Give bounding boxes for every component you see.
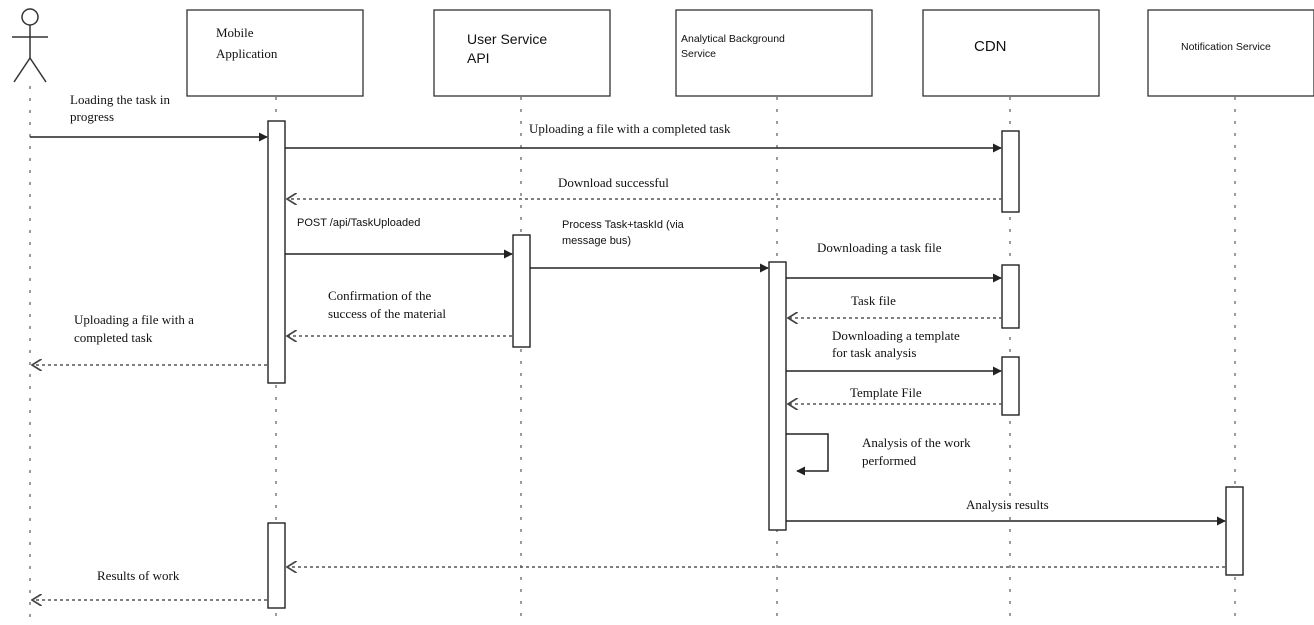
message-upload-file: Uploading a file with a completed task [285, 121, 1002, 153]
participant-mobile-application: Mobile Application [186, 9, 364, 97]
message-template-file-label: Template File [850, 385, 922, 400]
participant-user-service-api-label-line1: User Service [467, 31, 547, 47]
message-post-task-uploaded: POST /api/TaskUploaded [285, 217, 513, 259]
message-upload-result-line1: Uploading a file with a [74, 312, 194, 327]
message-post-task-uploaded-label: POST /api/TaskUploaded [297, 217, 420, 229]
message-download-successful: Download successful [287, 175, 1002, 199]
message-results-of-work: Results of work [32, 568, 267, 600]
message-downloading-template-line1: Downloading a template [832, 328, 960, 343]
participant-mobile-application-label-line1: Mobile [216, 25, 254, 40]
message-task-file-label: Task file [851, 293, 896, 308]
message-analysis-results: Analysis results [786, 497, 1226, 526]
message-results-of-work-label: Results of work [97, 568, 180, 583]
message-analysis-results-label: Analysis results [966, 497, 1049, 512]
message-self-analysis-line2: performed [862, 453, 917, 468]
message-process-task-line2: message bus) [562, 235, 631, 247]
message-process-task: Process Task+taskId (via message bus) [530, 219, 769, 273]
activation-mobile-2 [267, 522, 286, 609]
activation-analytical [768, 261, 787, 531]
message-upload-result-line2: completed task [74, 330, 153, 345]
message-self-analysis-line1: Analysis of the work [862, 435, 971, 450]
message-loading-task: Loading the task in progress [30, 92, 268, 142]
message-process-task-line1: Process Task+taskId (via [562, 219, 685, 231]
activation-notification [1225, 486, 1244, 576]
message-confirmation-line1: Confirmation of the [328, 288, 431, 303]
message-downloading-task-file-label: Downloading a task file [817, 240, 942, 255]
message-upload-result-to-user: Uploading a file with a completed task [32, 312, 267, 365]
participant-analytical-background-service: Analytical Background Service [675, 9, 873, 97]
participant-notification-service: Notification Service [1147, 9, 1314, 97]
participant-mobile-application-label-line2: Application [216, 46, 278, 61]
message-confirmation: Confirmation of the success of the mater… [287, 288, 512, 336]
activation-cdn-1 [1001, 130, 1020, 213]
activation-user-service [512, 234, 531, 348]
message-downloading-template: Downloading a template for task analysis [786, 328, 1002, 376]
message-downloading-template-line2: for task analysis [832, 345, 916, 360]
message-confirmation-line2: success of the material [328, 306, 446, 321]
message-downloading-task-file: Downloading a task file [786, 240, 1002, 283]
participant-notification-service-label: Notification Service [1181, 41, 1271, 53]
participant-cdn-label: CDN [974, 38, 1007, 55]
participant-user-service-api: User Service API [433, 9, 611, 97]
message-download-successful-label: Download successful [558, 175, 669, 190]
actor-stick-figure-icon [12, 8, 48, 83]
message-task-file: Task file [788, 293, 1002, 318]
message-upload-file-label: Uploading a file with a completed task [529, 121, 731, 136]
activation-cdn-3 [1001, 356, 1020, 416]
participant-analytical-label-line1: Analytical Background [681, 33, 785, 45]
message-template-file: Template File [788, 385, 1002, 404]
participant-user-service-api-label-line2: API [467, 50, 490, 66]
participant-cdn: CDN [922, 9, 1100, 97]
message-self-analysis: Analysis of the work performed [786, 433, 971, 476]
activation-mobile-1 [267, 120, 286, 384]
participant-analytical-label-line2: Service [681, 48, 716, 60]
message-loading-task-line2: progress [70, 109, 114, 124]
activation-cdn-2 [1001, 264, 1020, 329]
message-loading-task-line1: Loading the task in [70, 92, 171, 107]
